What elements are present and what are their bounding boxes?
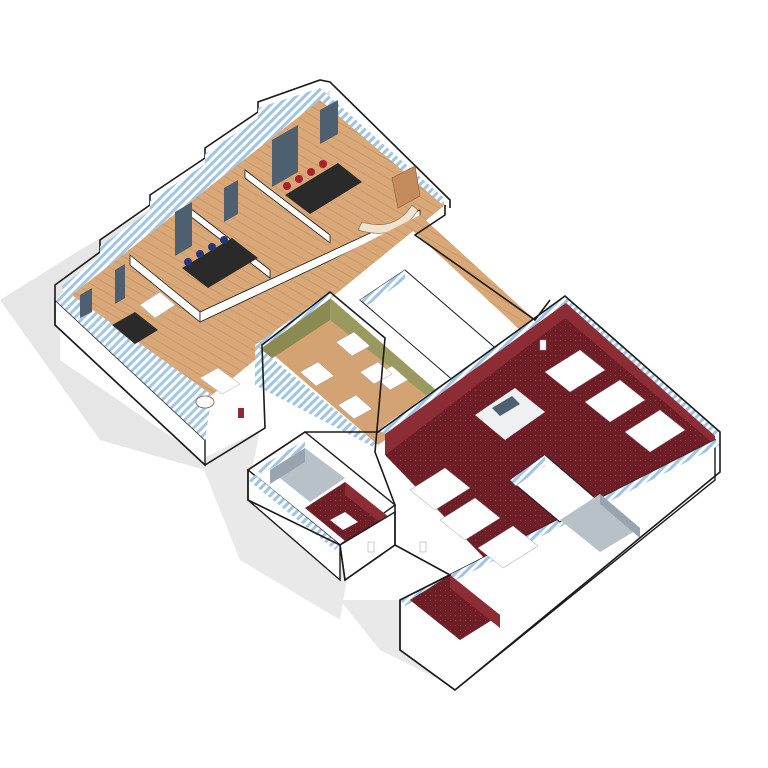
door-icon xyxy=(238,408,244,418)
artwork-icon xyxy=(492,396,520,416)
door-icon xyxy=(539,339,547,351)
corridor xyxy=(215,215,535,383)
desk-icon xyxy=(337,394,373,420)
building-outline xyxy=(54,290,721,692)
desk-icon xyxy=(330,512,358,530)
door-icon xyxy=(367,541,375,553)
desk-icon xyxy=(544,349,606,393)
shelf-icon xyxy=(320,100,338,144)
burgundy-room-bottom xyxy=(410,575,500,640)
chair-icon xyxy=(319,160,327,168)
artwork-room xyxy=(475,388,545,440)
meeting-room-blue xyxy=(175,180,258,288)
black-sofa-icon xyxy=(112,312,158,344)
shelf-icon xyxy=(272,125,298,187)
desk-icon xyxy=(477,525,539,569)
desk-icon xyxy=(359,361,393,385)
reception xyxy=(357,165,421,234)
conference-table-icon xyxy=(182,238,258,288)
doors xyxy=(238,339,547,553)
chair-icon xyxy=(208,243,216,251)
shelf-icon xyxy=(175,202,192,256)
desk-icon xyxy=(584,379,646,423)
chair-icon xyxy=(196,250,204,258)
sofa-icon xyxy=(199,367,241,395)
desk-icon xyxy=(624,409,686,453)
shelf-icon xyxy=(115,264,125,304)
storage-grey xyxy=(560,494,640,552)
conference-table-icon xyxy=(285,163,362,214)
meeting-room-red xyxy=(272,100,362,214)
shelf-icon xyxy=(224,180,238,222)
office-room-1 xyxy=(80,264,176,344)
olive-back-wall xyxy=(262,298,330,365)
desk-icon xyxy=(299,361,335,387)
desk-icon xyxy=(335,331,371,357)
chair-icon xyxy=(307,168,315,176)
burgundy-wing xyxy=(378,296,720,691)
round-table-icon xyxy=(195,395,215,409)
olive-floor xyxy=(262,298,445,445)
cabinet-icon xyxy=(391,165,421,209)
desk-icon xyxy=(439,497,501,541)
south-west-wing xyxy=(246,431,397,582)
white-desk-icon xyxy=(139,291,176,319)
reception-desk-icon xyxy=(357,204,419,234)
door-icon xyxy=(419,541,427,553)
chair-icon xyxy=(184,258,192,266)
meeting-wing xyxy=(54,79,451,467)
desk-icon xyxy=(409,467,471,511)
lounge xyxy=(195,367,241,409)
shelf-icon xyxy=(80,288,92,318)
chair-icon xyxy=(295,175,303,183)
chair-icon xyxy=(220,236,228,244)
chair-icon xyxy=(283,182,291,190)
